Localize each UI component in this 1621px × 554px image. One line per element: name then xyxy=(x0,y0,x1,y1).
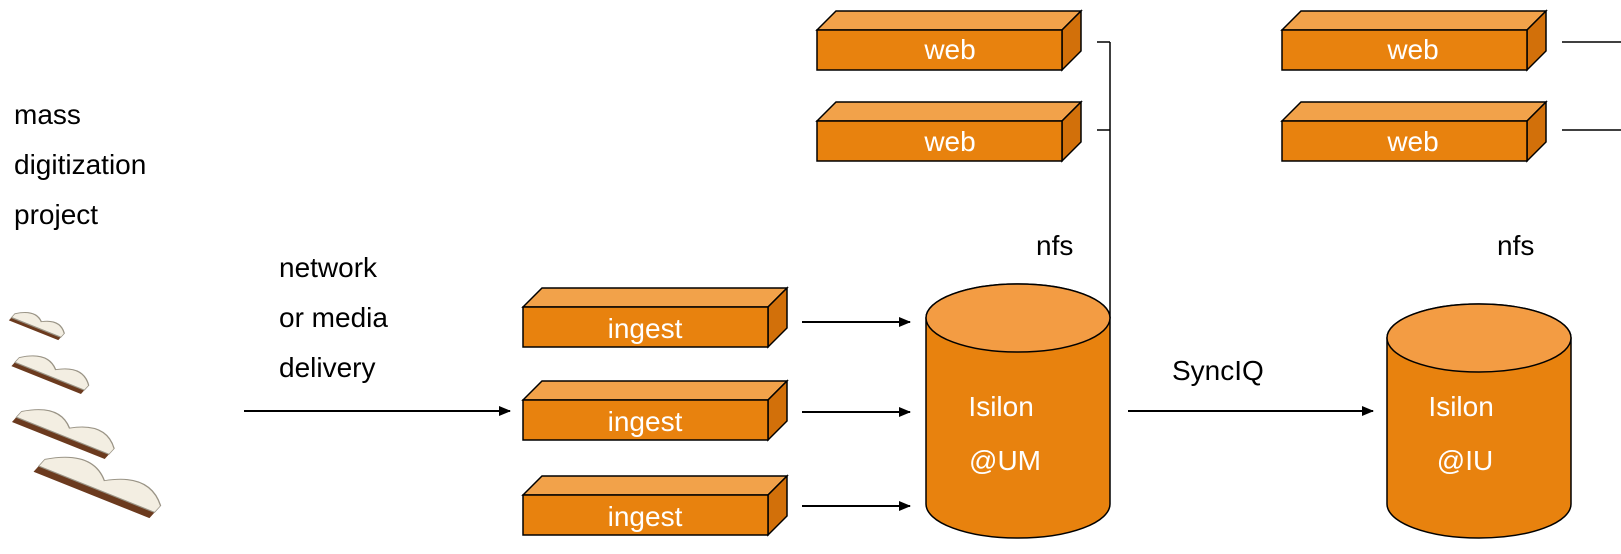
ingest-server-2-label: ingest xyxy=(608,406,683,437)
um-web-server-2-label: web xyxy=(923,126,975,157)
iu-web-server-1-label: web xyxy=(1386,34,1438,65)
iu-web-server-1: web xyxy=(1280,9,1548,72)
um-web-server-1-label: web xyxy=(923,34,975,65)
delivery-label-line-2: or media xyxy=(279,302,388,333)
iu-isilon-label-line-1: Isilon xyxy=(1428,391,1493,422)
iu-isilon-label-line-2: @IU xyxy=(1437,445,1493,476)
um-isilon-cylinder: Isilon @UM xyxy=(925,283,1111,539)
um-nfs-connector xyxy=(1097,41,1111,318)
ingest-server-1-label: ingest xyxy=(608,313,683,344)
source-title-line-1: mass xyxy=(14,99,81,130)
iu-nfs-label: nfs xyxy=(1497,230,1534,261)
ingest-server-2: ingest xyxy=(521,379,789,442)
source-title-line-3: project xyxy=(14,199,98,230)
um-nfs-label: nfs xyxy=(1036,230,1073,261)
um-isilon-label-line-2: @UM xyxy=(969,445,1041,476)
ingest-server-3-label: ingest xyxy=(608,501,683,532)
delivery-label-line-1: network xyxy=(279,252,378,283)
um-isilon-label-line-1: Isilon xyxy=(968,391,1033,422)
iu-isilon-cylinder: Isilon @IU xyxy=(1386,303,1572,539)
um-web-server-1: web xyxy=(815,9,1083,72)
ingest-server-1: ingest xyxy=(521,286,789,349)
um-web-server-2: web xyxy=(815,100,1083,163)
iu-web-server-2: web xyxy=(1280,100,1548,163)
ingest-server-3: ingest xyxy=(521,474,789,537)
source-title-line-2: digitization xyxy=(14,149,146,180)
delivery-label: network or media delivery xyxy=(279,252,396,383)
source-title: mass digitization project xyxy=(14,99,154,230)
iu-isilon-label: Isilon @IU xyxy=(1428,391,1501,476)
replication-label: SyncIQ xyxy=(1172,355,1264,386)
iu-nfs-connector xyxy=(1562,41,1621,131)
um-isilon-label: Isilon @UM xyxy=(968,391,1041,476)
stacked-books-icon xyxy=(8,311,162,519)
iu-web-server-2-label: web xyxy=(1386,126,1438,157)
delivery-label-line-3: delivery xyxy=(279,352,375,383)
